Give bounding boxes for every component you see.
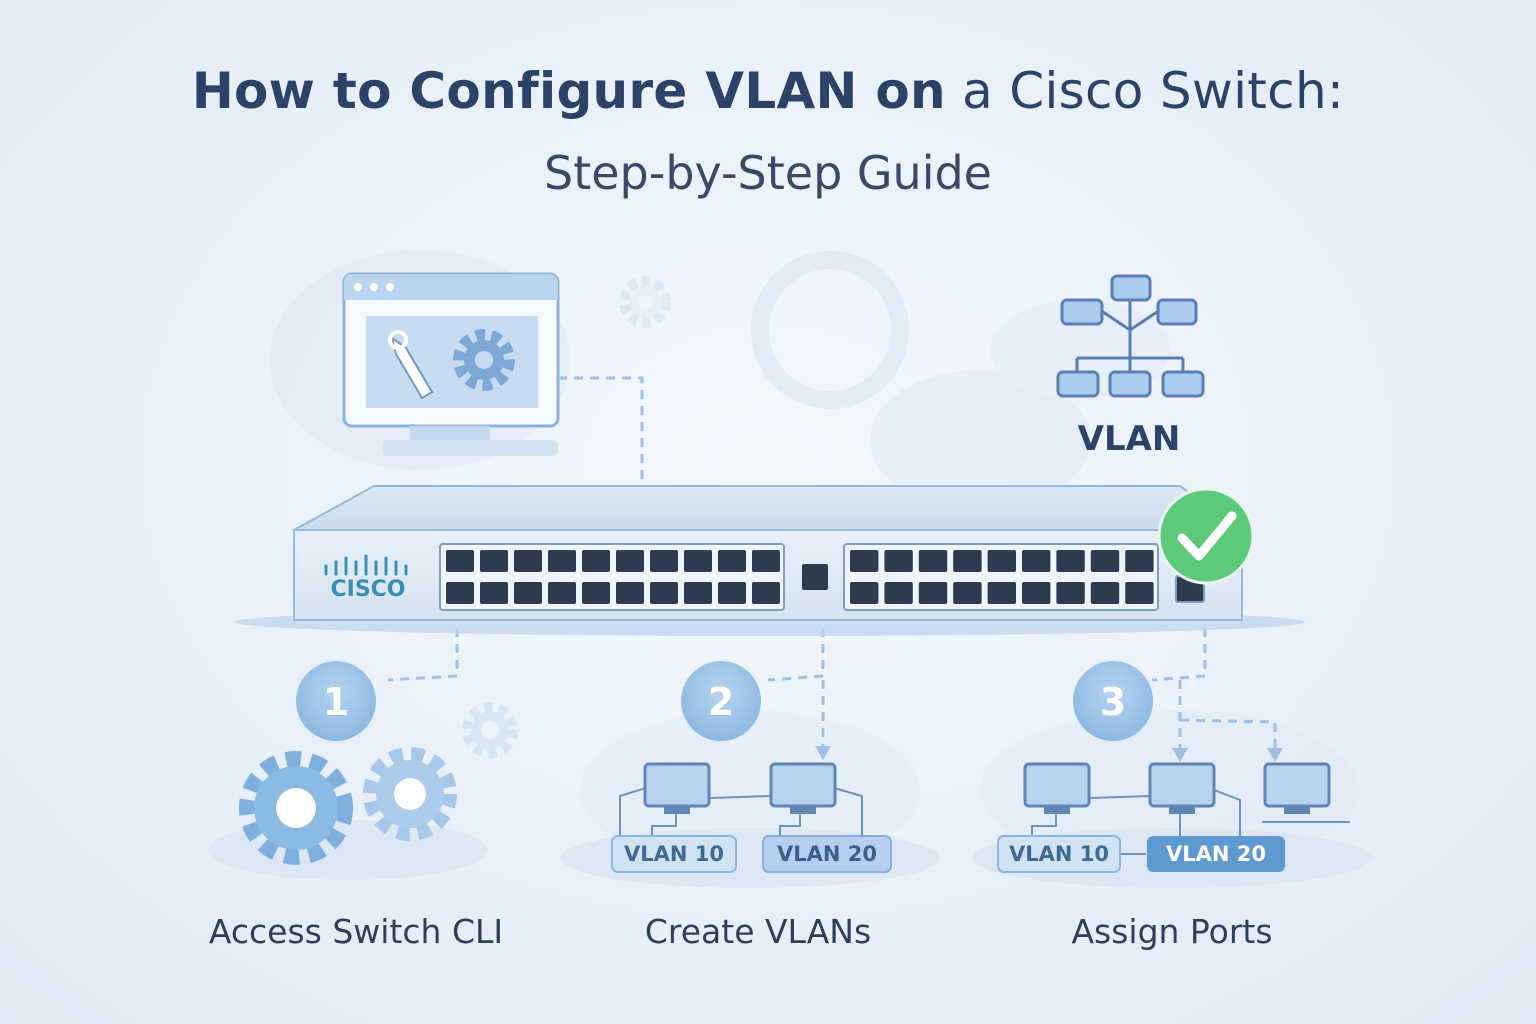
step-2-badge: 2: [681, 661, 761, 741]
svg-text:VLAN 20: VLAN 20: [1166, 842, 1266, 866]
ethernet-port: [1056, 550, 1085, 572]
step-3-badge: 3: [1073, 661, 1153, 741]
sfp-port: [802, 564, 828, 590]
ethernet-port: [1125, 550, 1154, 572]
ethernet-port: [884, 550, 913, 572]
ethernet-port: [684, 582, 712, 604]
hierarchy-icon: [1075, 300, 1185, 372]
computer-icon: [1148, 762, 1216, 814]
ethernet-port: [1056, 582, 1085, 604]
computer-icon: [1023, 762, 1091, 814]
ethernet-port: [582, 582, 610, 604]
step-3-label: Assign Ports: [1071, 912, 1273, 951]
ethernet-port: [480, 550, 508, 572]
page-title: How to Configure VLAN on a Cisco Switch:: [0, 62, 1536, 120]
checkmark-icon: [1157, 487, 1255, 585]
wrench-icon: [388, 330, 434, 400]
ports-right: [850, 550, 1154, 604]
hierarchy-nodes: [1056, 274, 1205, 398]
step-1-badge: 1: [296, 661, 376, 741]
ethernet-port: [953, 550, 982, 572]
gears-icon: [208, 702, 518, 880]
ethernet-port: [884, 582, 913, 604]
ethernet-port: [616, 582, 644, 604]
step-2-network: VLAN 10 VLAN 20: [560, 762, 940, 888]
vlan-tag-active: VLAN 20: [1147, 836, 1285, 872]
title-bold: How to Configure VLAN on: [191, 62, 946, 120]
svg-text:3: 3: [1100, 680, 1126, 724]
ethernet-port: [987, 582, 1016, 604]
ethernet-port: [548, 582, 576, 604]
svg-text:VLAN 20: VLAN 20: [777, 842, 877, 866]
svg-text:2: 2: [708, 680, 734, 724]
ethernet-port: [752, 550, 780, 572]
vlan-label: VLAN: [1078, 419, 1181, 459]
ethernet-port: [582, 550, 610, 572]
ethernet-port: [850, 550, 879, 572]
ethernet-port: [616, 550, 644, 572]
ethernet-port: [1090, 550, 1120, 572]
arrow-heads: [815, 746, 1283, 762]
svg-text:1: 1: [323, 680, 349, 724]
ethernet-port: [446, 550, 474, 572]
page-subtitle: Step-by-Step Guide: [544, 146, 992, 200]
ethernet-port: [1022, 550, 1051, 572]
ethernet-port: [850, 582, 879, 604]
ethernet-port: [987, 550, 1016, 572]
computer-icon: [1263, 762, 1331, 814]
ethernet-port: [718, 550, 746, 572]
step-3-network: VLAN 10 VLAN 20: [972, 762, 1372, 888]
ethernet-port: [480, 582, 508, 604]
ethernet-port: [718, 582, 746, 604]
svg-text:VLAN 10: VLAN 10: [1009, 842, 1109, 866]
settings-gear-icon: [453, 329, 515, 391]
step-1-label: Access Switch CLI: [208, 912, 504, 951]
ethernet-port: [650, 582, 678, 604]
ethernet-port: [446, 582, 474, 604]
ethernet-port: [918, 582, 948, 604]
ethernet-port: [918, 550, 948, 572]
cisco-brand: CISCO: [330, 577, 405, 602]
ethernet-port: [953, 582, 982, 604]
cisco-logo: [324, 554, 408, 576]
vlan-tag: VLAN 10: [997, 835, 1121, 873]
gear-icon: [619, 276, 671, 328]
ethernet-port: [514, 582, 542, 604]
ethernet-port: [514, 550, 542, 572]
ethernet-port: [650, 550, 678, 572]
computer-icon: [643, 762, 711, 814]
computer-icon: [769, 762, 837, 814]
ethernet-port: [548, 550, 576, 572]
network-switch: CISCO: [293, 485, 1246, 621]
ports-left: [446, 550, 780, 604]
title-light: a Cisco Switch:: [962, 62, 1345, 120]
connector-lines: [387, 376, 1277, 750]
svg-text:VLAN 10: VLAN 10: [624, 842, 724, 866]
step-2-label: Create VLANs: [644, 912, 872, 951]
ethernet-port: [684, 550, 712, 572]
ethernet-port: [1022, 582, 1051, 604]
vlan-tag: VLAN 10: [611, 835, 737, 873]
ethernet-port: [752, 582, 780, 604]
ethernet-port: [1090, 582, 1120, 604]
cli-monitor-icon: [342, 272, 560, 456]
ethernet-port: [1125, 582, 1154, 604]
vlan-tag: VLAN 20: [762, 835, 892, 873]
